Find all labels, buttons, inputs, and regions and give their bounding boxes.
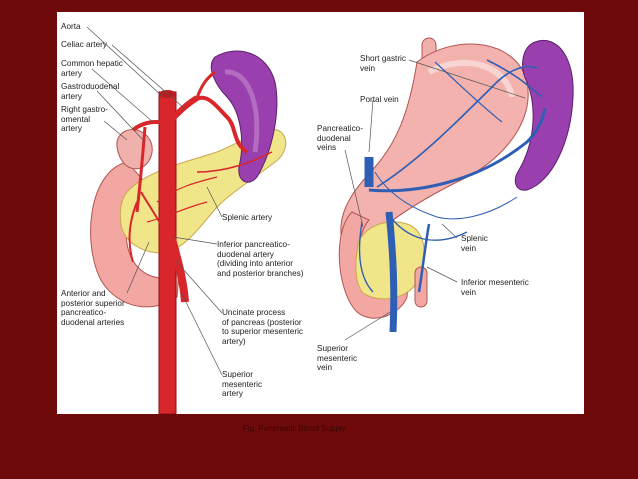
label-portal-vein: Portal vein (360, 95, 399, 104)
label-splenic-artery: Splenic artery (222, 213, 273, 222)
label-uncinate-process: Uncinate process of pancreas (posterior … (222, 308, 303, 346)
label-splenic-vein: Splenic vein (461, 234, 488, 253)
label-gastroduodenal-artery: Gastroduodenal artery (61, 82, 120, 101)
label-celiac-artery: Celiac artery (61, 40, 107, 49)
label-superior-mesenteric-vein: Superior mesenteric vein (317, 344, 358, 373)
label-pancreaticoduodenal-veins: Pancreatico- duodenal veins (317, 124, 363, 153)
stomach-left (116, 129, 153, 170)
label-aorta: Aorta (61, 22, 81, 31)
label-superior-mesenteric-artery: Superior mesenteric artery (222, 370, 263, 399)
gastroduodenal-artery (135, 126, 147, 213)
label-anterior-posterior-superior-arteries: Anterior and posterior superior pancreat… (61, 289, 125, 327)
superior-mesenteric-artery (165, 226, 189, 303)
spleen-left (210, 50, 278, 183)
left-leader-lines (86, 26, 223, 376)
label-common-hepatic-artery: Common hepatic artery (61, 59, 123, 78)
label-right-gastroomental-artery: Right gastro- omental artery (61, 105, 108, 134)
label-short-gastric-vein: Short gastric vein (360, 54, 406, 73)
right-leader-lines (344, 59, 526, 341)
figure-caption: Fig. Pancreatic Blood Supply (243, 424, 346, 433)
short-gastric-vein (486, 59, 543, 98)
splenic-artery (193, 95, 249, 154)
diagram-panel: Aorta Celiac artery Common hepatic arter… (57, 12, 584, 414)
superior-mesenteric-vein (385, 211, 398, 333)
splenic-vein (368, 107, 547, 193)
celiac-artery (166, 95, 199, 125)
common-hepatic-artery (131, 120, 170, 132)
label-inferior-mesenteric-vein: Inferior mesenteric vein (461, 278, 529, 297)
pancreas-blood-supply-illustration (86, 26, 574, 414)
inferior-mesenteric-vein (417, 223, 431, 293)
label-inferior-pancreaticoduodenal-artery: Inferior pancreatico- duodenal artery (d… (217, 240, 304, 278)
